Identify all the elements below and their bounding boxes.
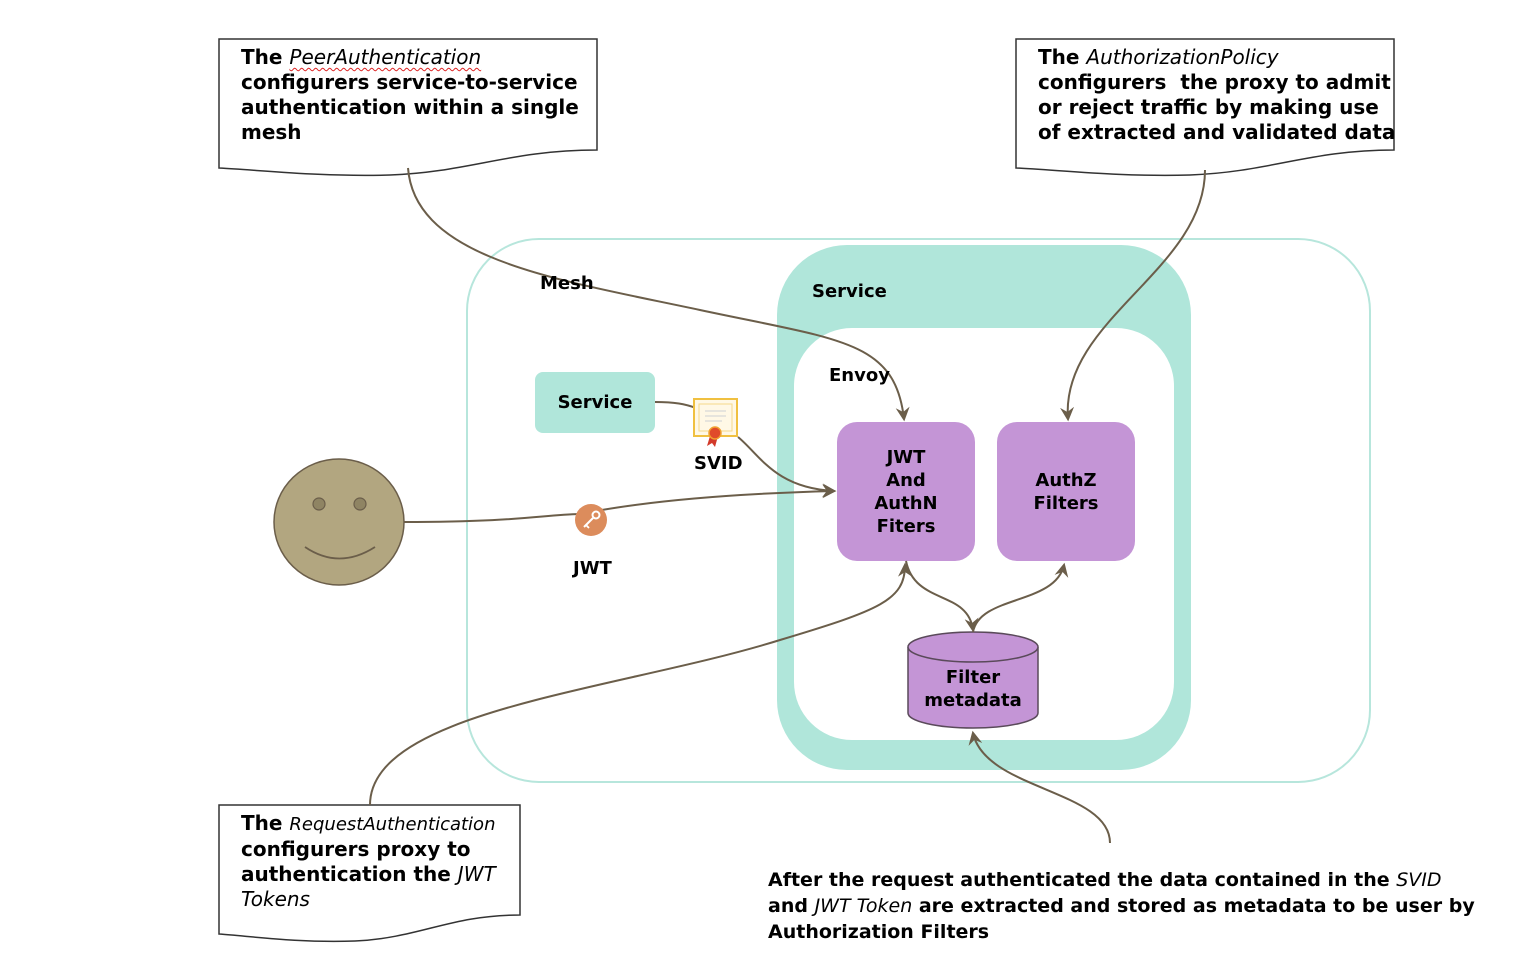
note-request-the: The <box>241 811 283 835</box>
authn-line-3: AuthN <box>874 493 938 514</box>
note-peer-shape <box>218 38 598 177</box>
note-authz-name: AuthorizationPolicy <box>1086 45 1279 69</box>
note-authz-the: The <box>1038 45 1080 69</box>
note-peer-name: PeerAuthentication <box>289 45 482 69</box>
jwt-label: JWT <box>573 558 612 579</box>
caption-part4: Authorization Filters <box>768 921 990 943</box>
note-peer-line2: configurers service-to-service <box>241 70 578 94</box>
authn-filters-label: JWT And AuthN Fiters <box>837 446 975 538</box>
note-request-shape <box>218 804 521 943</box>
note-request-line3a: authentication the <box>241 862 458 886</box>
arrow-after-to-metadata <box>968 730 1111 844</box>
certificate-icon <box>693 398 738 447</box>
mesh-label: Mesh <box>540 273 594 294</box>
filter-metadata-label: Filter metadata <box>908 666 1038 712</box>
note-peer-line3: authentication within a single <box>241 95 579 119</box>
svid-label: SVID <box>694 453 743 474</box>
authn-line-4: Fiters <box>876 516 936 537</box>
note-request-line4: Tokens <box>241 887 310 911</box>
caption-part1: After the request authenticated the data… <box>768 869 1397 891</box>
metadata-line-1: Filter <box>945 667 1001 688</box>
note-peer-line4: mesh <box>241 120 302 144</box>
note-authorization-policy: The AuthorizationPolicy configurers the … <box>1038 45 1395 145</box>
caption-jwt-token: JWT Token <box>814 895 913 917</box>
envoy-label: Envoy <box>829 365 890 386</box>
service-box <box>535 372 655 433</box>
note-authz-line2: configurers the proxy to admit <box>1038 70 1391 94</box>
filter-metadata-cylinder <box>907 631 1039 729</box>
authz-line-1: AuthZ <box>1035 470 1097 491</box>
note-request-line2: configurers proxy to <box>241 837 471 861</box>
caption-part3: are extracted and stored as metadata to … <box>912 895 1475 917</box>
note-peer-authentication: The PeerAuthentication configurers servi… <box>241 45 579 145</box>
authz-line-2: Filters <box>1033 493 1099 514</box>
authn-line-1: JWT <box>886 447 926 468</box>
note-request-line3b: JWT <box>457 862 496 886</box>
key-icon <box>575 504 607 536</box>
arrow-user-to-authn <box>403 484 837 523</box>
metadata-line-2: metadata <box>924 690 1022 711</box>
note-authz-line3: or reject traffic by making use <box>1038 95 1379 119</box>
note-peer-the: The <box>241 45 283 69</box>
mesh-boundary <box>466 238 1371 783</box>
authn-filters-box <box>837 422 975 561</box>
note-request-name: RequestAuthentication <box>289 814 496 835</box>
caption-svid: SVID <box>1396 869 1442 891</box>
note-authz-shape <box>1015 38 1395 177</box>
note-request-authentication: The RequestAuthentication configurers pr… <box>241 811 496 912</box>
authz-filters-box <box>997 422 1135 561</box>
service-box-label: Service <box>557 392 633 413</box>
metadata-caption: After the request authenticated the data… <box>768 867 1475 945</box>
arrow-request-to-authn <box>369 562 912 806</box>
authn-line-2: And <box>886 470 926 491</box>
service-container-label: Service <box>812 281 887 302</box>
arrow-authn-to-metadata <box>905 560 979 633</box>
authz-filters-label: AuthZ Filters <box>997 469 1135 515</box>
smiley-face-icon <box>273 458 405 586</box>
arrow-metadata-to-authz <box>972 562 1069 633</box>
arrow-peer-to-authn <box>407 167 910 422</box>
note-authz-line4: of extracted and validated data <box>1038 120 1396 144</box>
caption-part2: and <box>768 895 815 917</box>
arrow-authz-to-filter <box>1060 169 1206 422</box>
